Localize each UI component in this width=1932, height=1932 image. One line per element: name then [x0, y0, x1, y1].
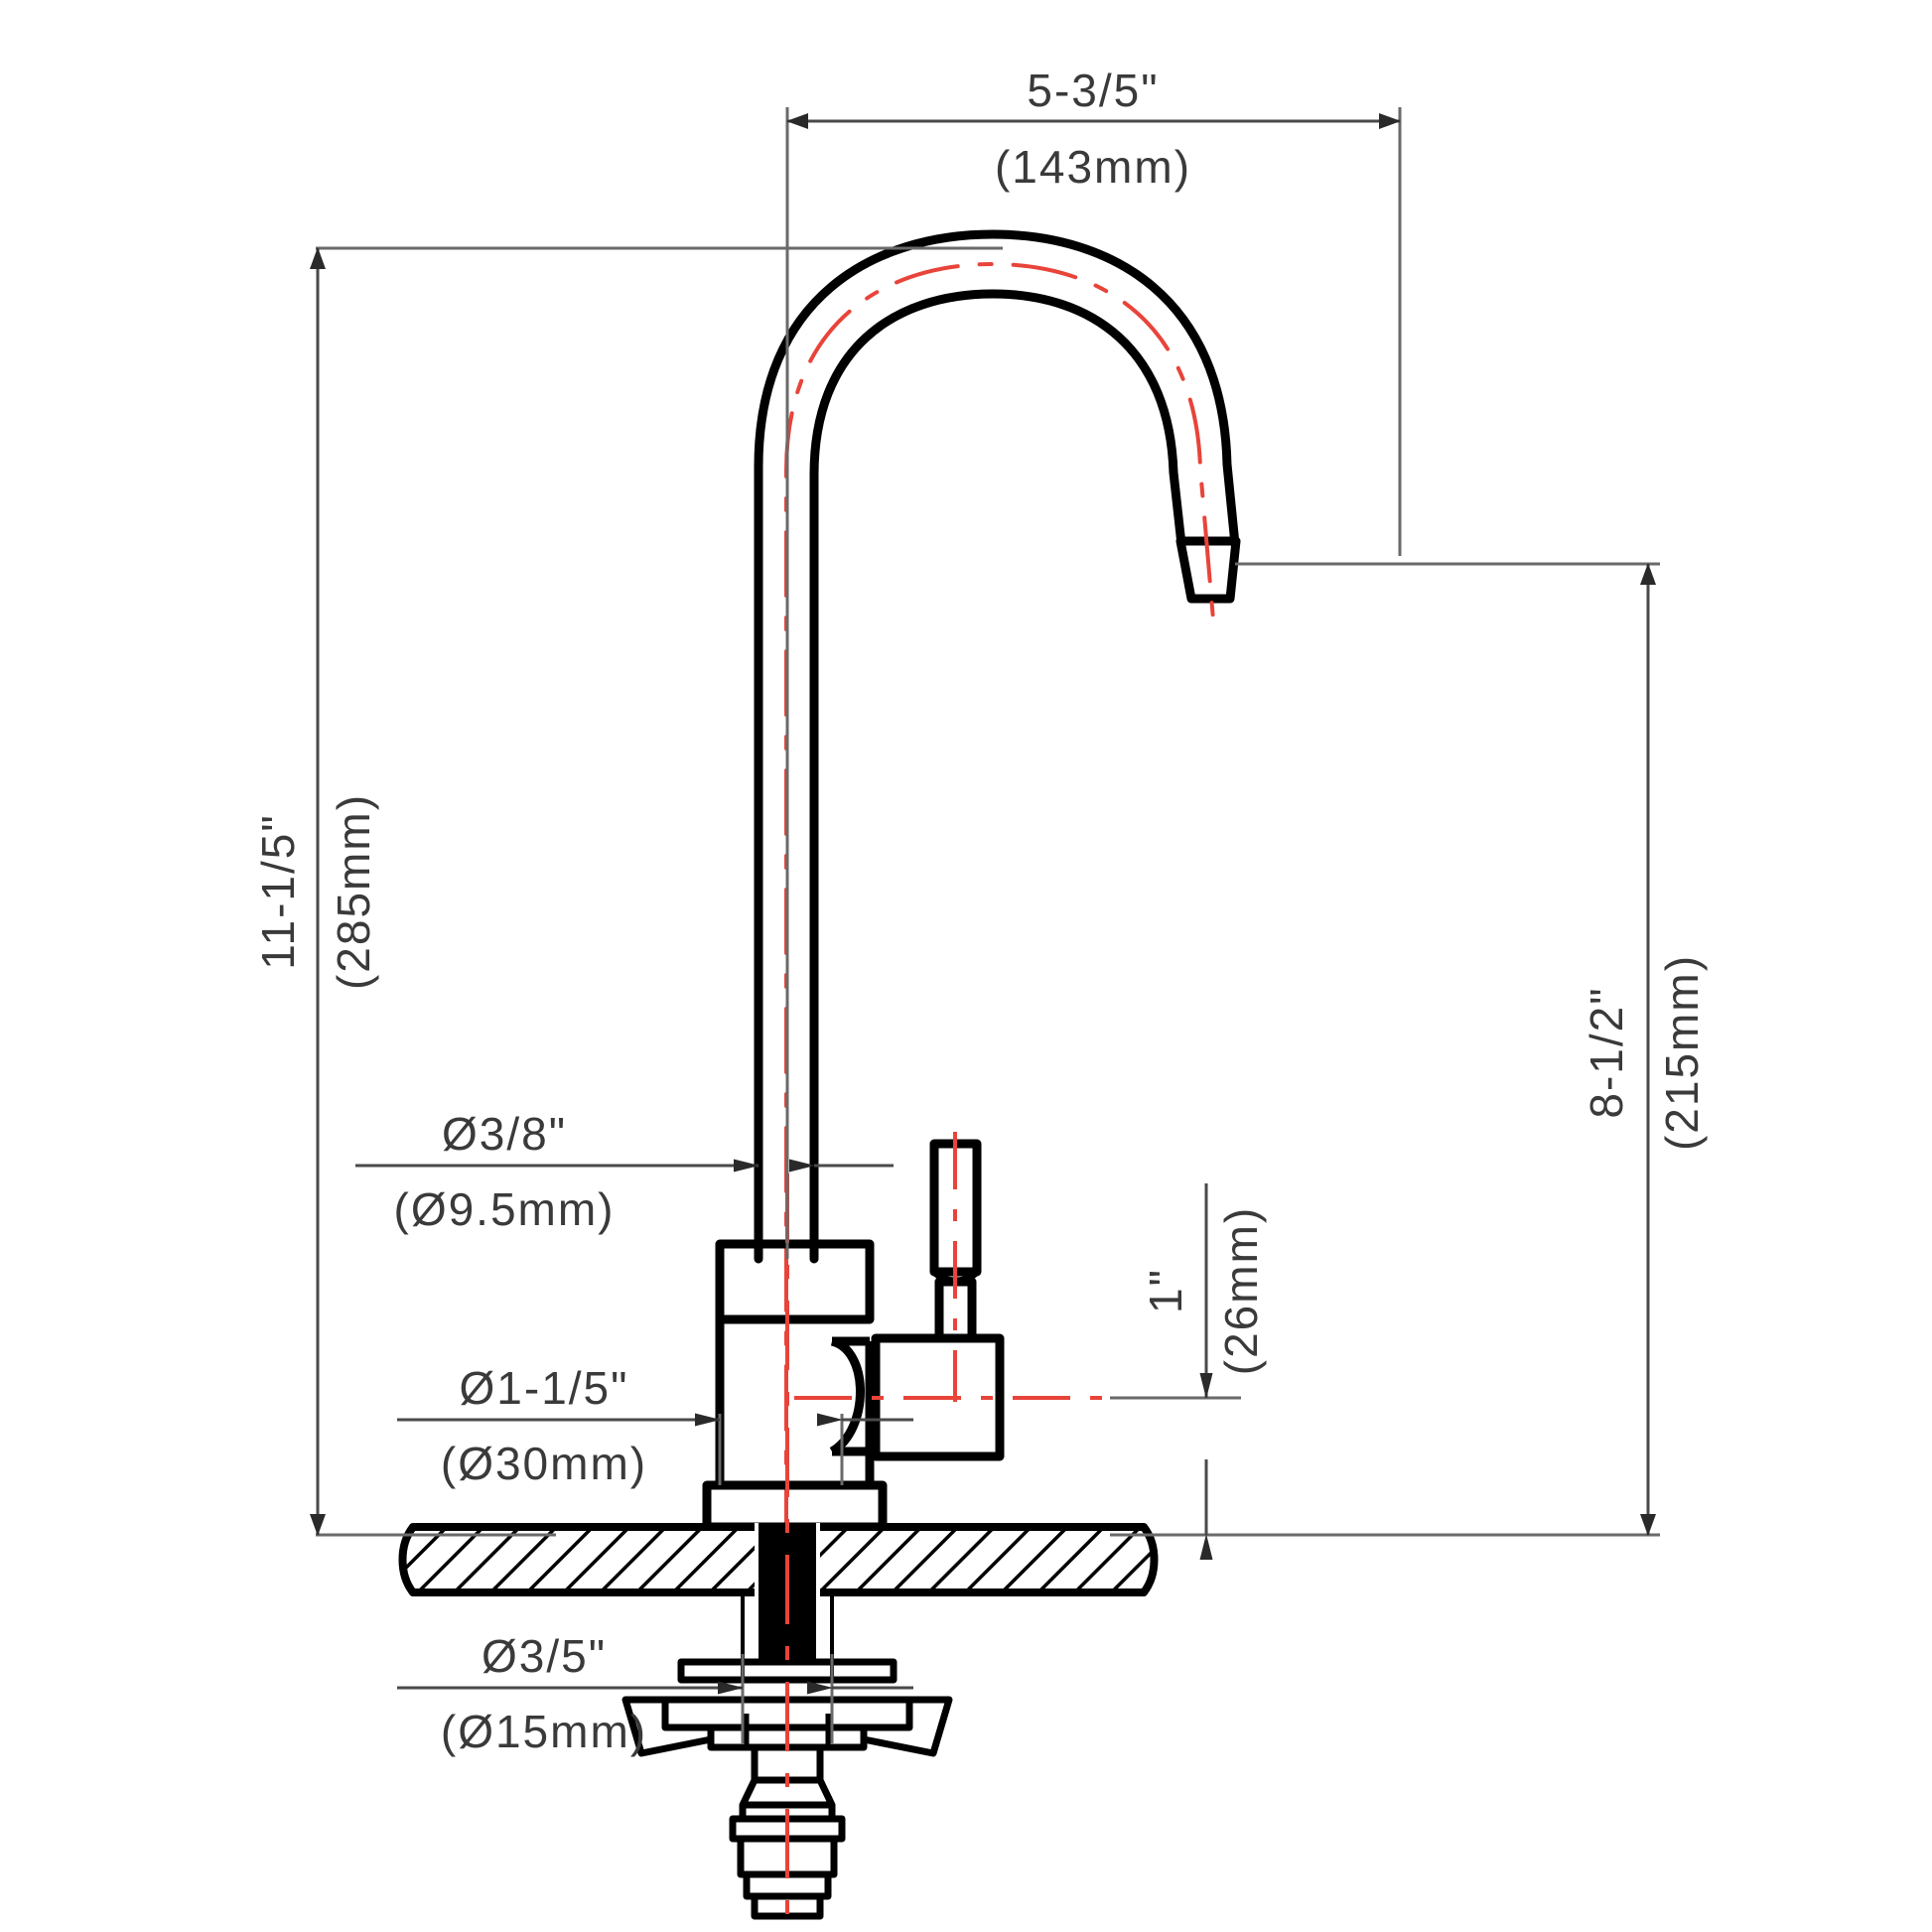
dim-tube-diameter: Ø3/8" (Ø9.5mm) — [355, 1108, 894, 1235]
dim-shank-diameter: Ø3/5" (Ø15mm) — [397, 1630, 913, 1757]
dim-tube-diameter-metric: (Ø9.5mm) — [394, 1183, 616, 1235]
escutcheon-base-flange — [702, 1480, 888, 1532]
dim-shank-diameter-imperial: Ø3/5" — [482, 1630, 607, 1682]
dim-handle-centre-imperial: 1" — [1140, 1268, 1191, 1313]
gooseneck-spout-arc — [754, 229, 1240, 1264]
dim-spout-reach: 5-3/5" (143mm) — [785, 65, 1402, 1259]
faucet-geometry — [398, 229, 1241, 1932]
dim-overall-height-imperial: 11-1/5" — [252, 813, 304, 969]
dim-base-diameter: Ø1-1/5" (Ø30mm) — [397, 1362, 913, 1489]
dim-overall-height-metric: (285mm) — [328, 793, 379, 990]
dim-base-diameter-imperial: Ø1-1/5" — [460, 1362, 629, 1414]
dim-spout-reach-metric: (143mm) — [995, 141, 1191, 193]
body-upper-collar — [715, 1239, 875, 1324]
dim-handle-centre-metric: (26mm) — [1215, 1206, 1267, 1375]
dim-outlet-height: 8-1/2" (215mm) — [1172, 562, 1708, 1537]
counter-deck-hatched — [398, 1523, 1159, 1596]
dim-tube-diameter-imperial: Ø3/8" — [442, 1108, 567, 1160]
dim-handle-centre-height: 1" (26mm) — [1110, 1183, 1267, 1560]
handle-centerlines — [794, 1132, 1110, 1402]
spout-centerline — [784, 261, 1215, 1551]
dim-shank-diameter-metric: (Ø15mm) — [441, 1706, 647, 1757]
dim-outlet-height-imperial: 8-1/2" — [1581, 986, 1632, 1118]
dim-overall-height: 11-1/5" (285mm) — [252, 246, 1003, 1537]
dim-spout-reach-imperial: 5-3/5" — [1027, 65, 1159, 116]
body-lower-barrel — [715, 1319, 875, 1490]
dim-base-diameter-metric: (Ø30mm) — [441, 1438, 647, 1489]
dim-outlet-height-metric: (215mm) — [1656, 954, 1708, 1151]
wing-nut — [621, 1658, 953, 1757]
